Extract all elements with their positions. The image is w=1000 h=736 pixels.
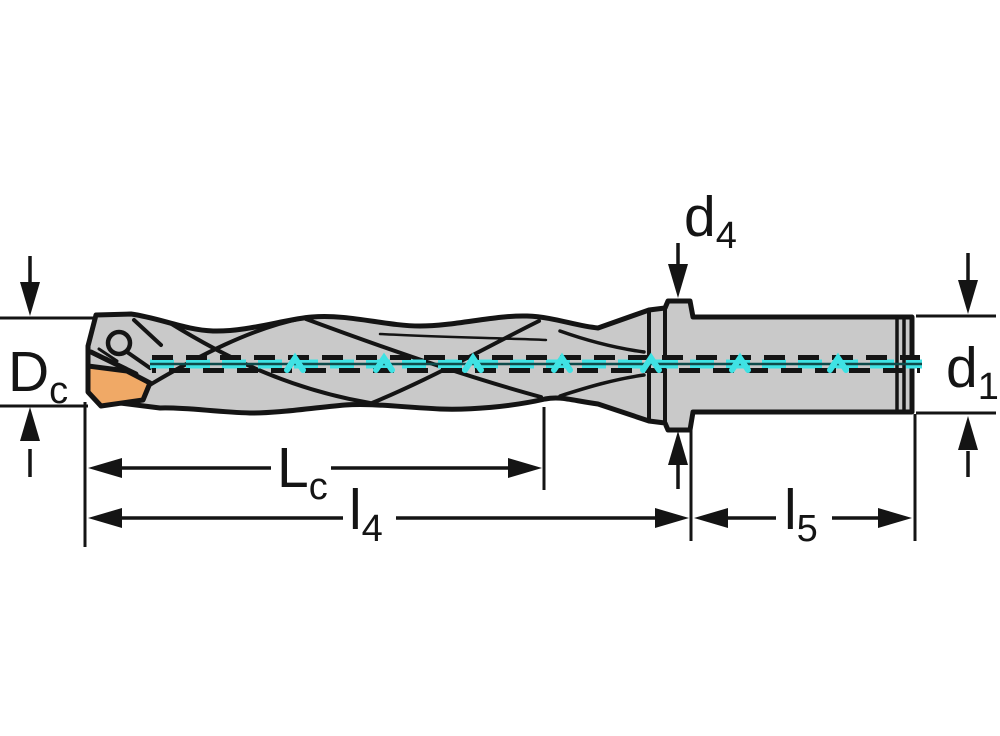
l5-arrowhead-right (878, 508, 912, 528)
coolant-caret-marks (284, 352, 849, 373)
caret-icon (827, 352, 849, 373)
caret-icon (373, 352, 395, 373)
caret-icon (551, 352, 573, 373)
dimension-lines (28, 243, 970, 520)
label-length-to-flange: l4 (349, 478, 383, 550)
clamp-screw-icon (105, 329, 133, 357)
dc-arrowhead-up (20, 407, 40, 441)
l4-arrowhead-right (655, 508, 689, 528)
dimension-arrowheads (20, 264, 978, 528)
label-shank-length: l5 (784, 478, 818, 550)
flute-margin-line (378, 332, 548, 342)
drill-body-group (85, 298, 915, 433)
label-cutting-diameter: Dc (8, 340, 68, 412)
label-flute-length: Lc (277, 436, 328, 508)
caret-icon (284, 352, 306, 373)
lc-arrowhead-left (88, 458, 122, 478)
flute-runout-top (558, 329, 646, 354)
extension-lines (0, 314, 996, 547)
label-flange-diameter: d4 (684, 185, 737, 257)
label-shank-diameter: d1 (946, 336, 999, 408)
l4-arrowhead-left (88, 508, 122, 528)
flute-spiral-line-1 (168, 321, 372, 405)
flute-spiral-line-2 (146, 316, 305, 388)
coolant-centerline (150, 352, 922, 373)
lc-arrowhead-right (508, 458, 542, 478)
l5-arrowhead-left (694, 508, 728, 528)
caret-icon (462, 352, 484, 373)
dimension-labels: Dc d4 d1 Lc l4 l5 (8, 185, 999, 550)
dc-arrowhead-down (20, 282, 40, 316)
d4-arrowhead-up (668, 431, 688, 465)
flute-runout-bottom (558, 373, 646, 398)
d1-arrowhead-up (958, 416, 978, 450)
drill-silhouette (85, 298, 915, 433)
d4-arrowhead-down (668, 264, 688, 298)
d1-arrowhead-down (958, 280, 978, 314)
clamp-hatch-lines (97, 347, 123, 369)
tip-edge-line (132, 318, 163, 347)
caret-icon (640, 352, 662, 373)
screw-slot-line (125, 350, 152, 370)
caret-icon (729, 352, 751, 373)
